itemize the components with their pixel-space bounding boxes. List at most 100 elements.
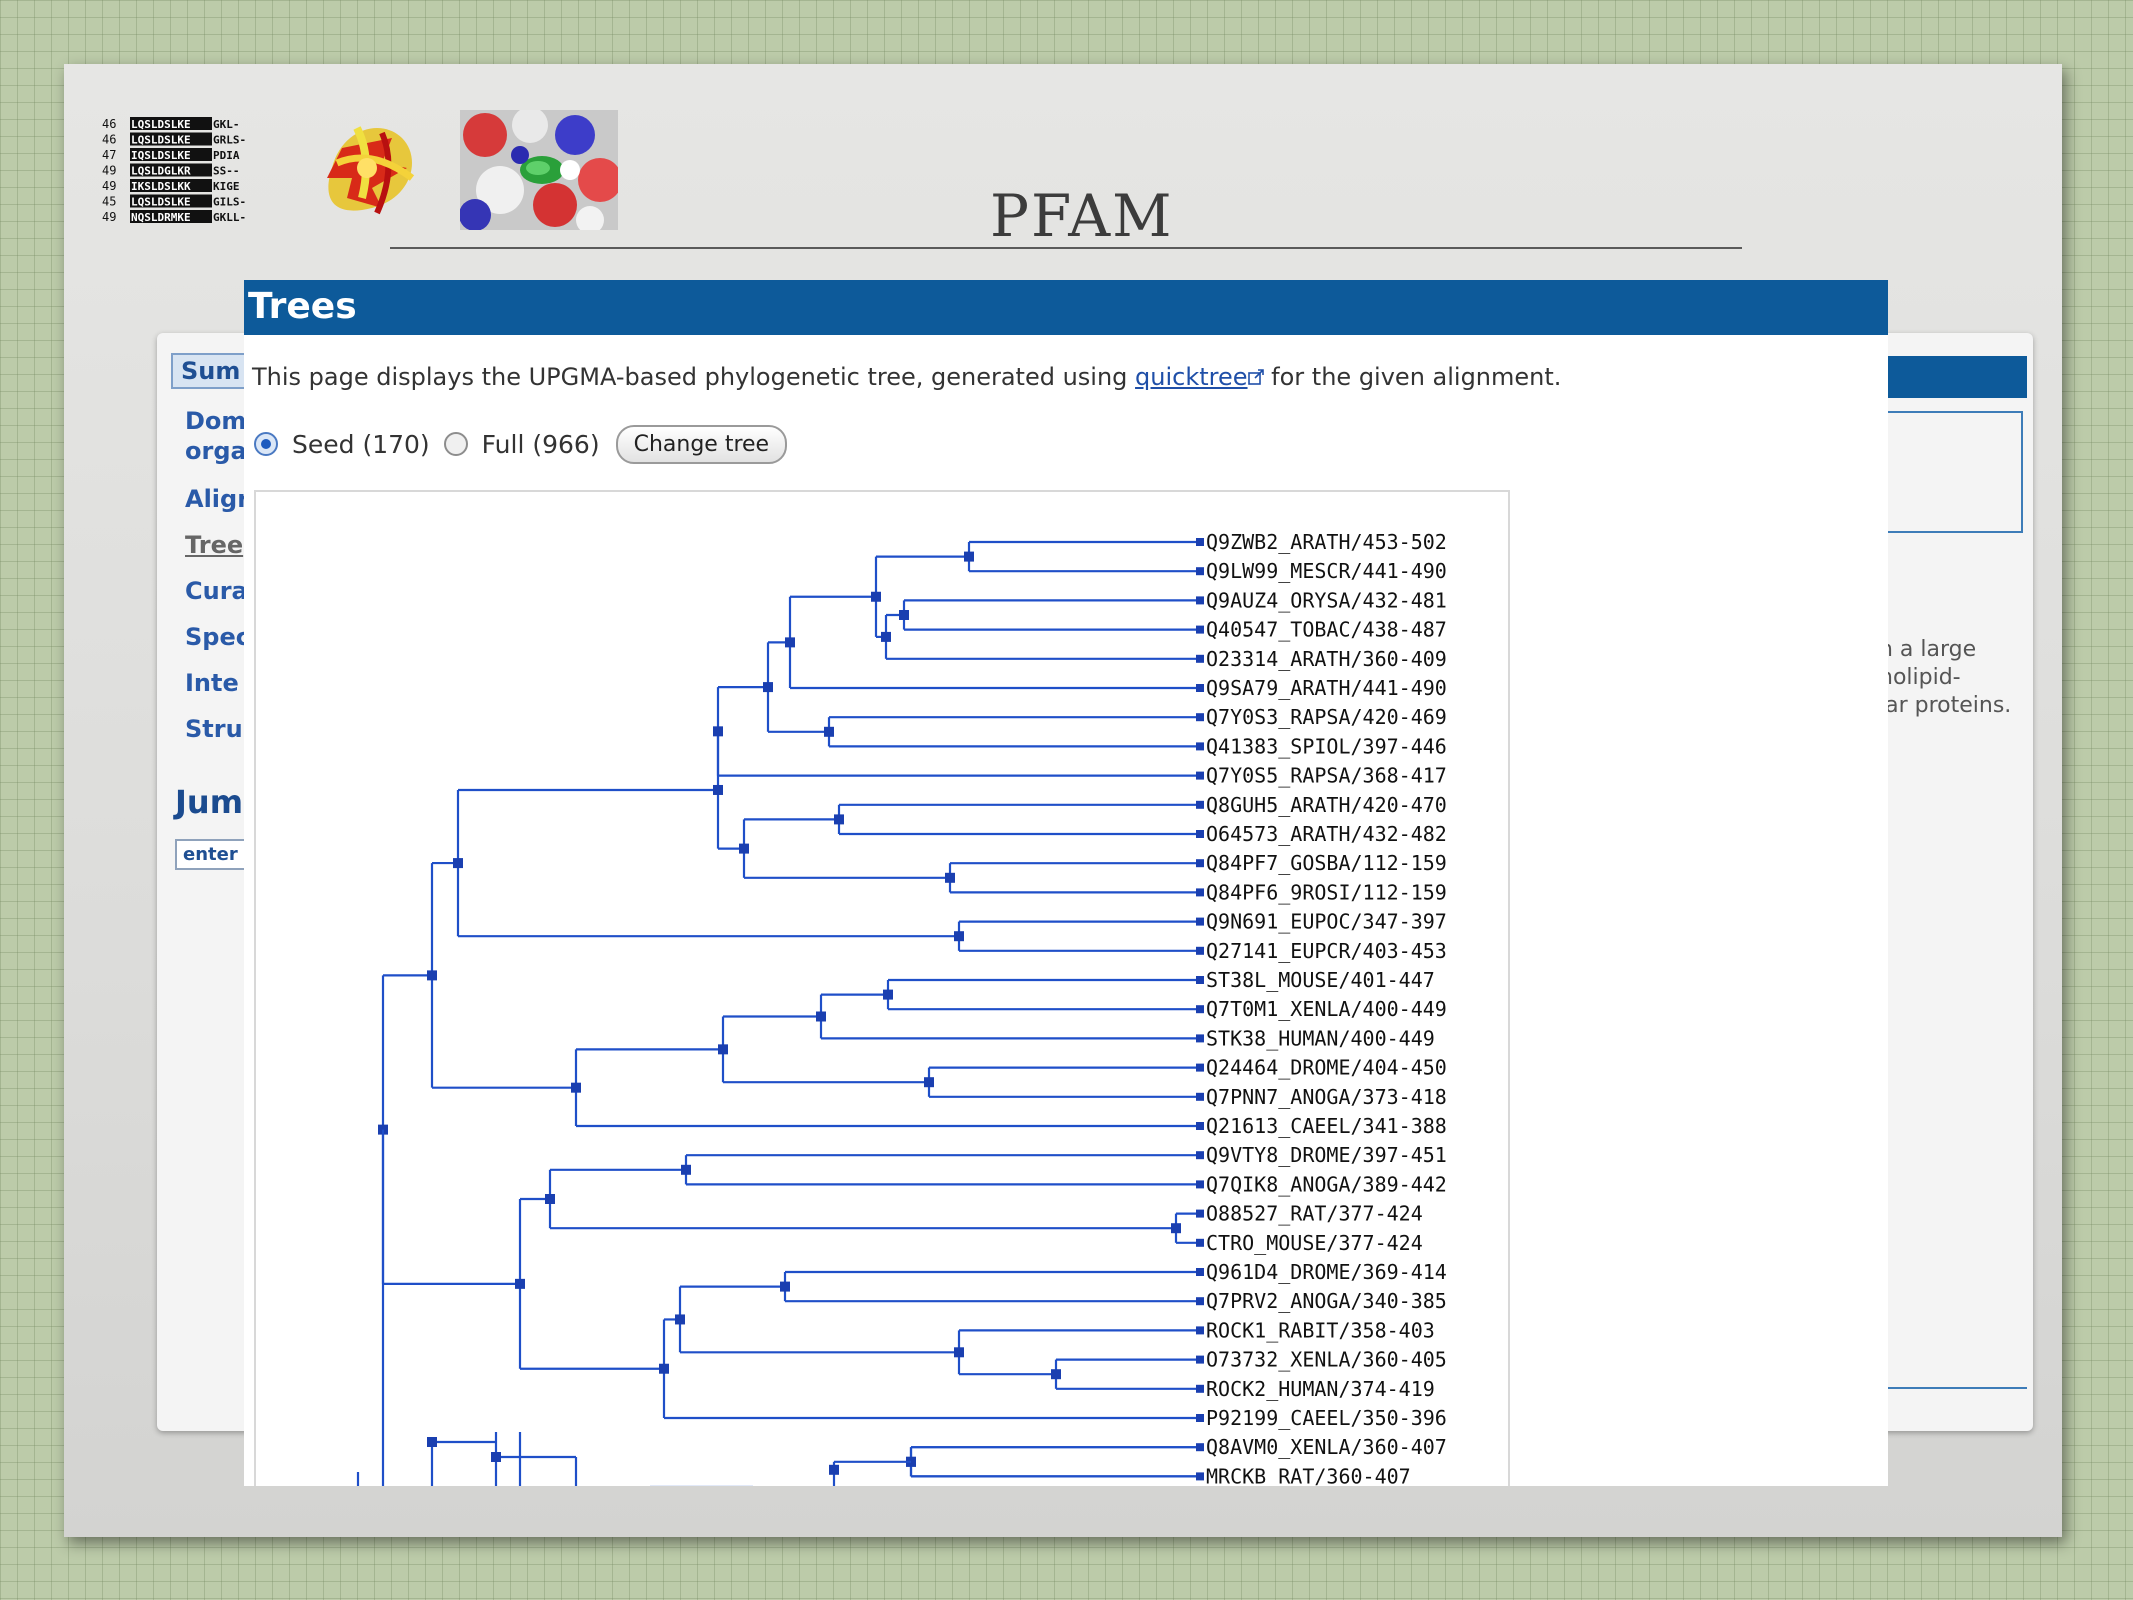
- leaf-label[interactable]: Q7Y0S3_RAPSA/420-469: [1206, 705, 1447, 729]
- tree-node[interactable]: [954, 931, 964, 942]
- tree-node[interactable]: [763, 682, 773, 693]
- leaf-label[interactable]: Q9VTY8_DROME/397-451: [1206, 1143, 1447, 1167]
- leaf-label[interactable]: Q21613_CAEEL/341-388: [1206, 1114, 1447, 1138]
- leaf-label[interactable]: Q961D4_DROME/369-414: [1206, 1260, 1447, 1284]
- leaf-label[interactable]: Q7QIK8_ANOGA/389-442: [1206, 1172, 1447, 1196]
- leaf-node[interactable]: [1196, 1209, 1204, 1218]
- leaf-node[interactable]: [1196, 1238, 1204, 1247]
- tree-node[interactable]: [881, 631, 891, 642]
- tree-node[interactable]: [780, 1281, 790, 1292]
- leaf-node[interactable]: [1196, 859, 1204, 868]
- tree-node[interactable]: [453, 858, 463, 869]
- nav-item-structures[interactable]: Stru: [185, 715, 243, 743]
- tree-node[interactable]: [515, 1278, 525, 1289]
- nav-item-domain-organisation[interactable]: Dom: [185, 407, 247, 435]
- leaf-label[interactable]: Q84PF6_9ROSI/112-159: [1206, 880, 1447, 904]
- leaf-node[interactable]: [1196, 1297, 1204, 1306]
- leaf-label[interactable]: O73732_XENLA/360-405: [1206, 1348, 1447, 1372]
- nav-item-alignments[interactable]: Aligr: [185, 485, 250, 513]
- leaf-node[interactable]: [1196, 946, 1204, 955]
- leaf-node[interactable]: [1196, 800, 1204, 809]
- leaf-label[interactable]: MRCKB_RAT/360-407: [1206, 1464, 1411, 1486]
- tree-node[interactable]: [924, 1077, 934, 1088]
- leaf-label[interactable]: Q84PF7_GOSBA/112-159: [1206, 851, 1447, 875]
- seed-radio[interactable]: [254, 432, 278, 456]
- tree-node[interactable]: [816, 1011, 826, 1022]
- tree-node[interactable]: [681, 1164, 691, 1175]
- tree-node[interactable]: [713, 726, 723, 737]
- leaf-label[interactable]: Q24464_DROME/404-450: [1206, 1056, 1447, 1080]
- leaf-node[interactable]: [1196, 1180, 1204, 1189]
- leaf-node[interactable]: [1196, 771, 1204, 780]
- leaf-node[interactable]: [1196, 1384, 1204, 1393]
- leaf-node[interactable]: [1196, 567, 1204, 576]
- quicktree-link[interactable]: quicktree: [1135, 363, 1248, 391]
- leaf-node[interactable]: [1196, 684, 1204, 692]
- leaf-node[interactable]: [1196, 1268, 1204, 1276]
- leaf-label[interactable]: O88527_RAT/377-424: [1206, 1202, 1423, 1226]
- jump-to-input[interactable]: enter I: [175, 839, 259, 870]
- leaf-node[interactable]: [1196, 1034, 1204, 1043]
- leaf-label[interactable]: P92199_CAEEL/350-396: [1206, 1406, 1447, 1430]
- leaf-label[interactable]: Q8AVM0_XENLA/360-407: [1206, 1435, 1447, 1459]
- leaf-node[interactable]: [1196, 1355, 1204, 1364]
- leaf-node[interactable]: [1196, 1443, 1204, 1452]
- nav-item-curation[interactable]: Cura: [185, 577, 248, 605]
- full-radio[interactable]: [443, 432, 468, 456]
- tree-node[interactable]: [829, 1464, 839, 1475]
- tree-node[interactable]: [899, 610, 909, 620]
- tree-node[interactable]: [713, 784, 723, 795]
- tree-node[interactable]: [954, 1347, 964, 1358]
- nav-item-summary[interactable]: Sum: [171, 353, 251, 389]
- leaf-label[interactable]: Q7PNN7_ANOGA/373-418: [1206, 1085, 1447, 1109]
- leaf-node[interactable]: [1196, 1472, 1204, 1481]
- tree-node[interactable]: [964, 551, 974, 562]
- tree-node[interactable]: [1051, 1369, 1061, 1380]
- leaf-label[interactable]: CTRO_MOUSE/377-424: [1206, 1231, 1423, 1255]
- change-tree-button[interactable]: Change tree: [615, 424, 788, 464]
- tree-node[interactable]: [834, 814, 844, 825]
- tree-node[interactable]: [659, 1363, 669, 1374]
- leaf-node[interactable]: [1196, 538, 1204, 546]
- leaf-node[interactable]: [1196, 917, 1204, 926]
- leaf-label[interactable]: ROCK2_HUMAN/374-419: [1206, 1377, 1435, 1401]
- leaf-label[interactable]: Q7Y0S5_RAPSA/368-417: [1206, 764, 1447, 788]
- leaf-node[interactable]: [1196, 713, 1204, 722]
- leaf-label[interactable]: Q27141_EUPCR/403-453: [1206, 939, 1447, 963]
- leaf-node[interactable]: [1196, 625, 1204, 634]
- tree-node[interactable]: [871, 591, 881, 602]
- leaf-node[interactable]: [1196, 1151, 1204, 1160]
- leaf-label[interactable]: O23314_ARATH/360-409: [1206, 647, 1447, 671]
- leaf-node[interactable]: [1196, 1326, 1204, 1335]
- leaf-node[interactable]: [1196, 1063, 1204, 1072]
- tree-node[interactable]: [1171, 1223, 1181, 1234]
- tree-node[interactable]: [675, 1314, 685, 1325]
- leaf-node[interactable]: [1196, 742, 1204, 751]
- leaf-label[interactable]: Q8GUH5_ARATH/420-470: [1206, 793, 1447, 817]
- tree-node[interactable]: [427, 970, 437, 981]
- leaf-label[interactable]: Q9LW99_MESCR/441-490: [1206, 559, 1447, 583]
- leaf-label[interactable]: ROCK1_RABIT/358-403: [1206, 1318, 1435, 1342]
- leaf-node[interactable]: [1196, 1122, 1204, 1130]
- leaf-node[interactable]: [1196, 1092, 1204, 1101]
- leaf-label[interactable]: ST38L_MOUSE/401-447: [1206, 968, 1435, 992]
- tree-node[interactable]: [785, 637, 795, 648]
- tree-node[interactable]: [545, 1194, 555, 1204]
- leaf-label[interactable]: Q40547_TOBAC/438-487: [1206, 618, 1447, 642]
- tree-node[interactable]: [571, 1082, 581, 1093]
- leaf-label[interactable]: Q9ZWB2_ARATH/453-502: [1206, 530, 1447, 554]
- nav-item-domain-organisation-2[interactable]: orga: [185, 437, 247, 465]
- tree-node[interactable]: [491, 1452, 501, 1462]
- leaf-label[interactable]: Q7T0M1_XENLA/400-449: [1206, 997, 1447, 1021]
- nav-item-trees[interactable]: Tree: [185, 531, 244, 559]
- leaf-node[interactable]: [1196, 1005, 1204, 1014]
- leaf-label[interactable]: Q9AUZ4_ORYSA/432-481: [1206, 588, 1447, 612]
- tree-node[interactable]: [824, 726, 834, 737]
- tree-node[interactable]: [945, 872, 955, 883]
- leaf-node[interactable]: [1196, 654, 1204, 663]
- leaf-label[interactable]: Q7PRV2_ANOGA/340-385: [1206, 1289, 1447, 1313]
- tree-node[interactable]: [883, 989, 893, 1000]
- leaf-label[interactable]: Q9N691_EUPOC/347-397: [1206, 910, 1447, 934]
- nav-item-species[interactable]: Spec: [185, 623, 250, 651]
- leaf-label[interactable]: O64573_ARATH/432-482: [1206, 822, 1447, 846]
